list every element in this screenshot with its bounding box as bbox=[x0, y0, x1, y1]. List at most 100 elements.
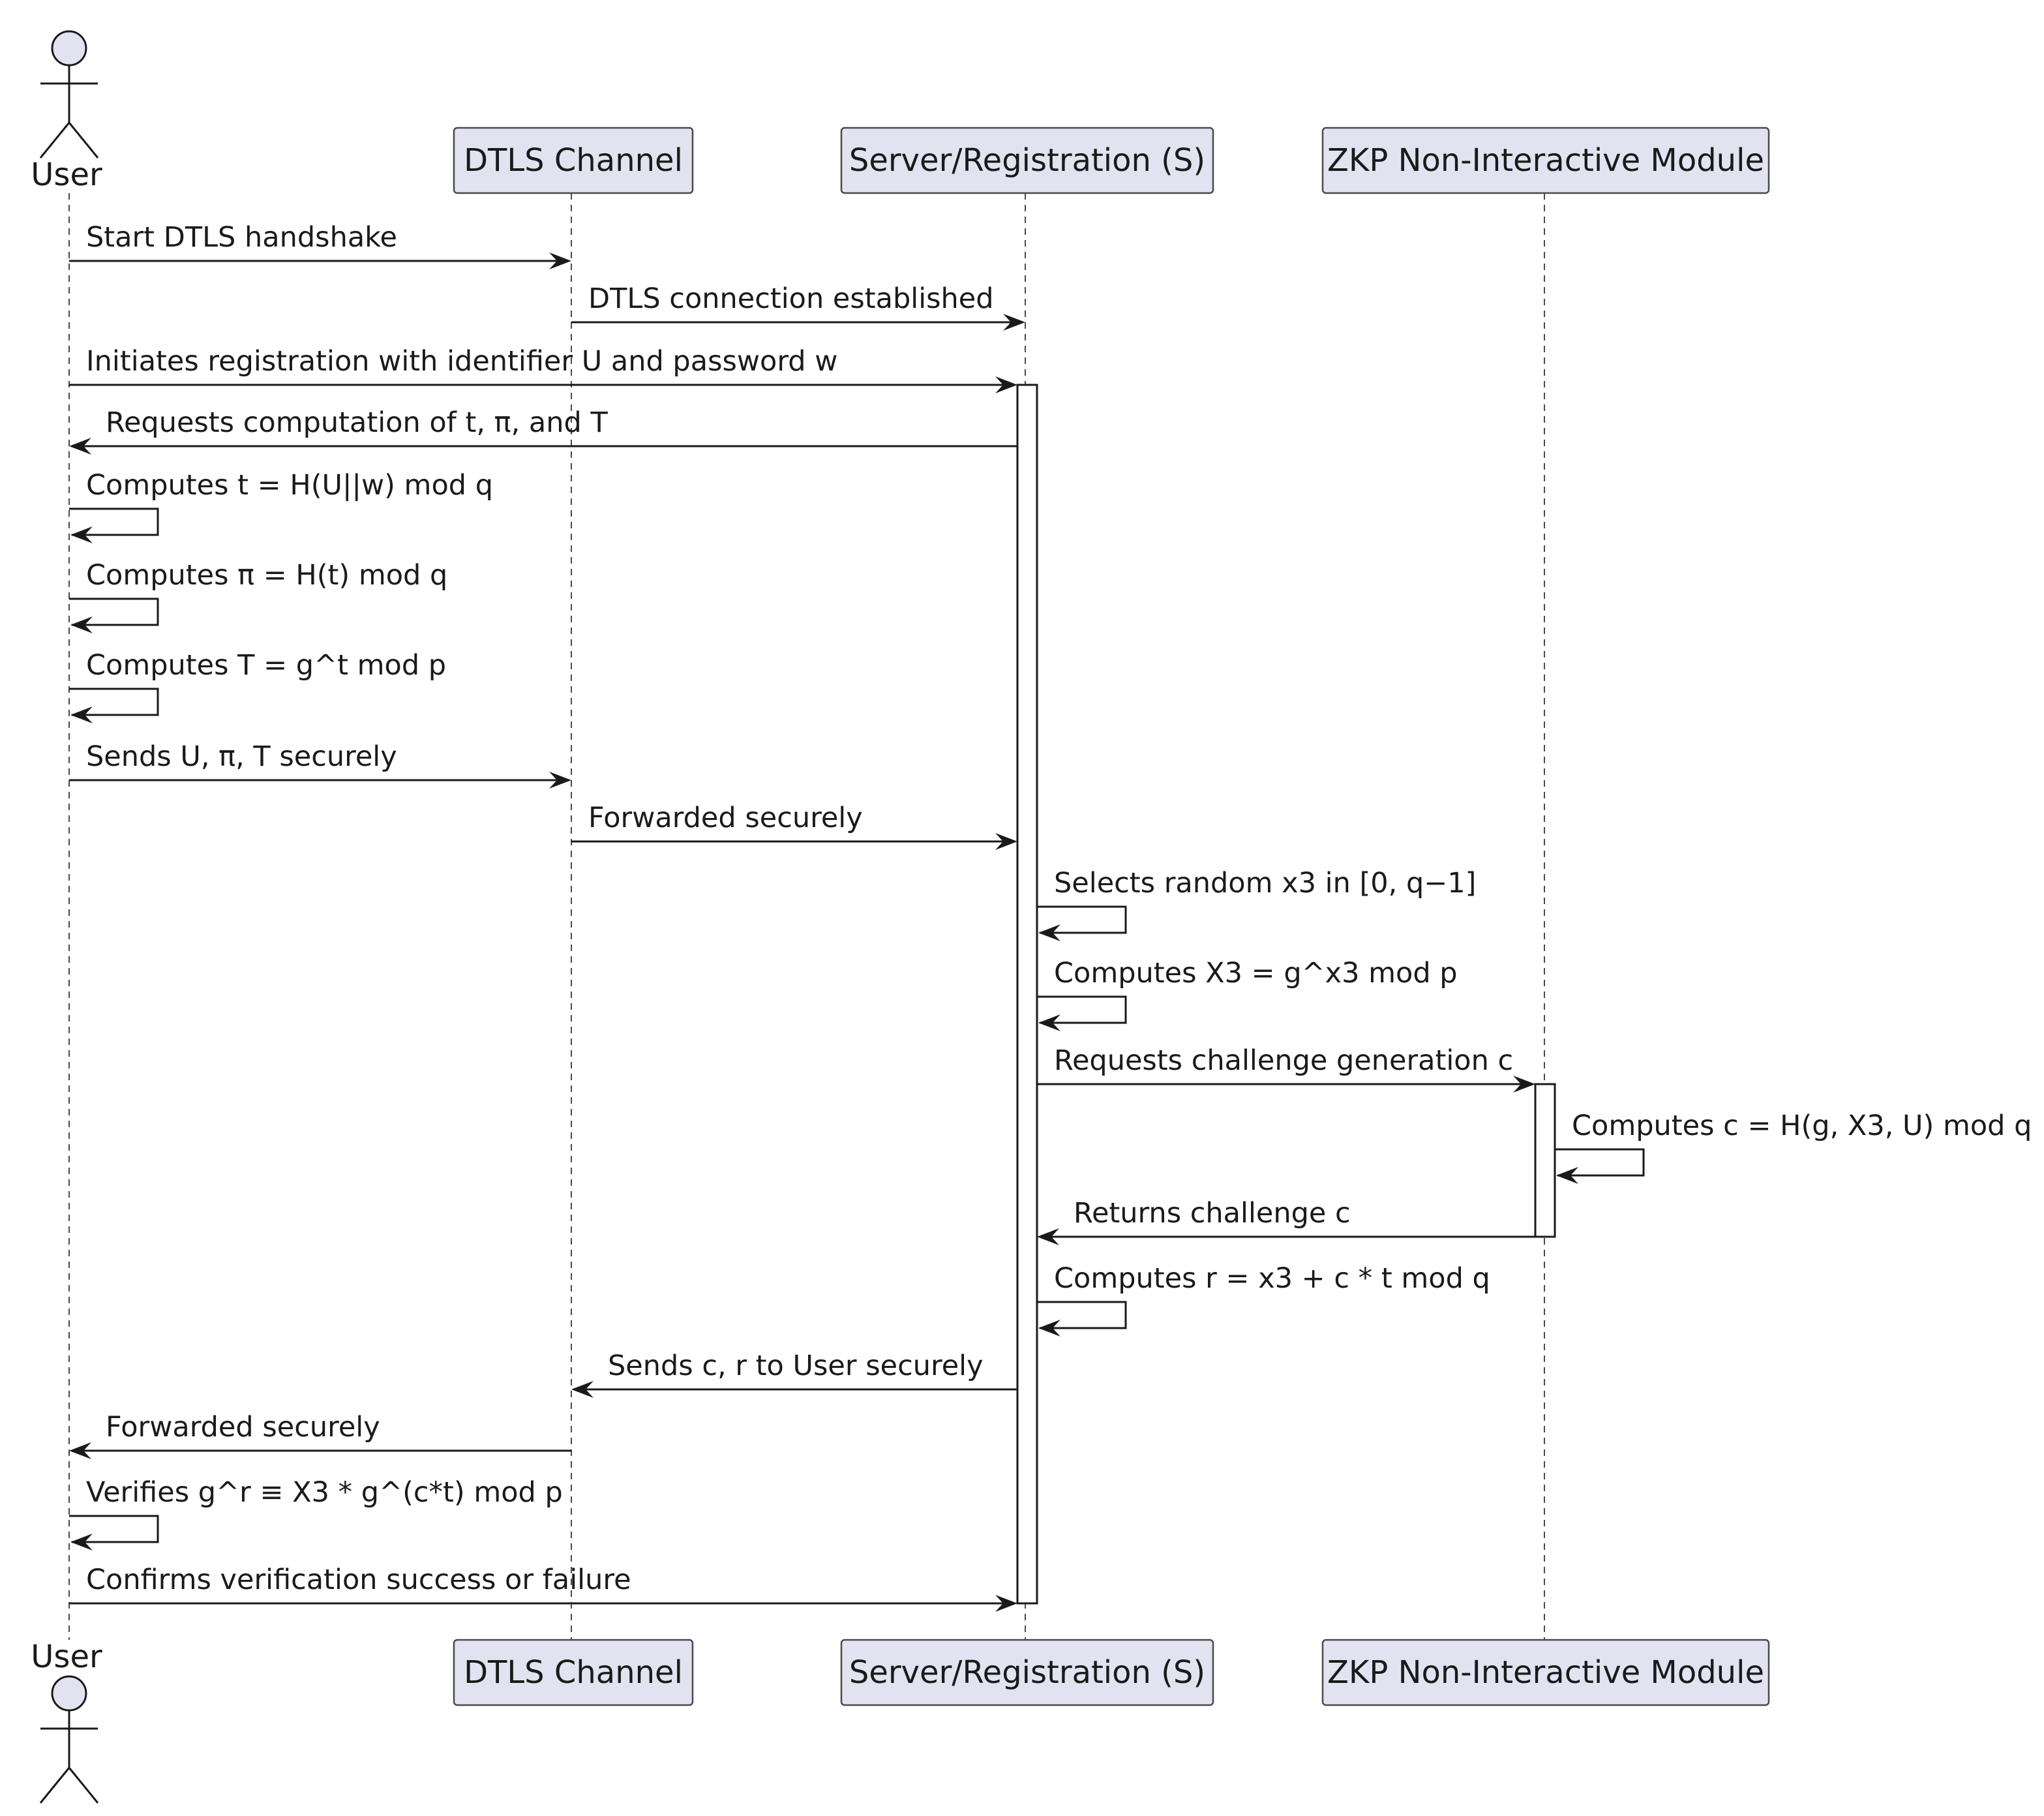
participant-box bbox=[840, 1639, 1214, 1706]
message-label: Verifies g^r ≡ X3 * g^(c*t) mod p bbox=[86, 1476, 563, 1509]
arrow-head bbox=[995, 376, 1017, 393]
arrow-head bbox=[549, 772, 571, 789]
user-actor-icon bbox=[39, 1675, 99, 1804]
message-8: Sends U, π, T securely bbox=[69, 740, 571, 789]
self-message-line bbox=[1555, 1148, 1645, 1177]
message-label: Sends c, r to User securely bbox=[608, 1350, 984, 1382]
arrow-head bbox=[70, 526, 93, 543]
arrow-head bbox=[1513, 1076, 1535, 1093]
participant-label: Server/Registration (S) bbox=[849, 142, 1205, 179]
self-message-line bbox=[69, 1515, 159, 1543]
message-18: Verifies g^r ≡ X3 * g^(c*t) mod p bbox=[69, 1476, 563, 1551]
message-label: Computes t = H(U||w) mod q bbox=[86, 469, 493, 502]
participant-label: DTLS Channel bbox=[464, 1654, 683, 1691]
participant-label: DTLS Channel bbox=[464, 142, 683, 179]
actor-right-leg bbox=[68, 122, 99, 159]
actor-left-leg bbox=[39, 1767, 70, 1804]
participant-label: User bbox=[31, 157, 102, 193]
participant-box bbox=[453, 127, 694, 194]
arrow-head bbox=[1556, 1167, 1578, 1184]
participant-label: User bbox=[31, 1639, 102, 1675]
message-label: Sends U, π, T securely bbox=[86, 740, 397, 773]
participant-zkp-top: ZKP Non-Interactive Module bbox=[1321, 127, 1770, 194]
self-message-line bbox=[1037, 1301, 1127, 1329]
message-12: Requests challenge generation c bbox=[1037, 1044, 1535, 1093]
participant-label: Server/Registration (S) bbox=[849, 1654, 1205, 1691]
message-3: Initiates registration with identifier U… bbox=[69, 345, 1017, 393]
message-label: Forwarded securely bbox=[106, 1411, 380, 1444]
arrow-head bbox=[70, 1534, 93, 1551]
participant-dtls-top: DTLS Channel bbox=[453, 127, 694, 194]
message-label: Computes c = H(g, X3, U) mod q bbox=[1572, 1110, 2032, 1142]
participant-box bbox=[453, 1639, 694, 1706]
participant-box bbox=[1321, 127, 1770, 194]
self-message-line bbox=[1037, 995, 1127, 1024]
participant-server-bottom: Server/Registration (S) bbox=[840, 1639, 1214, 1706]
message-label: Start DTLS handshake bbox=[86, 221, 397, 254]
message-9: Forwarded securely bbox=[571, 802, 1017, 850]
message-label: Requests computation of t, π, and T bbox=[106, 406, 608, 439]
message-1: Start DTLS handshake bbox=[69, 221, 571, 269]
activation-bar-zkp bbox=[1534, 1083, 1556, 1238]
participant-box bbox=[1321, 1639, 1770, 1706]
message-2: DTLS connection established bbox=[571, 282, 1025, 331]
message-11: Computes X3 = g^x3 mod p bbox=[1037, 957, 1458, 1031]
participant-dtls-bottom: DTLS Channel bbox=[453, 1639, 694, 1706]
arrow-head bbox=[1037, 1228, 1059, 1245]
message-13: Computes c = H(g, X3, U) mod q bbox=[1555, 1110, 2032, 1184]
user-actor-icon bbox=[39, 30, 99, 159]
arrow-head bbox=[995, 833, 1017, 850]
self-message-line bbox=[1037, 905, 1127, 934]
arrow-head bbox=[69, 1442, 91, 1459]
message-label: Computes r = x3 + c * t mod q bbox=[1054, 1262, 1490, 1295]
arrow-head bbox=[549, 252, 571, 269]
message-19: Confirms verification success or failure bbox=[69, 1564, 1017, 1612]
arrow-head bbox=[571, 1381, 594, 1398]
message-label: Confirms verification success or failure bbox=[86, 1564, 631, 1596]
participant-label: ZKP Non-Interactive Module bbox=[1327, 142, 1764, 179]
message-5: Computes t = H(U||w) mod q bbox=[69, 469, 493, 543]
self-message-line bbox=[69, 688, 159, 716]
message-label: Selects random x3 in [0, q−1] bbox=[1054, 867, 1476, 900]
activation-bars bbox=[1016, 384, 1556, 1605]
message-label: Requests challenge generation c bbox=[1054, 1044, 1513, 1077]
message-15: Computes r = x3 + c * t mod q bbox=[1037, 1262, 1490, 1337]
message-14: Returns challenge c bbox=[1037, 1197, 1535, 1245]
arrow-head bbox=[1038, 924, 1060, 941]
participant-zkp-bottom: ZKP Non-Interactive Module bbox=[1321, 1639, 1770, 1706]
actor-left-leg bbox=[39, 122, 70, 159]
message-10: Selects random x3 in [0, q−1] bbox=[1037, 867, 1476, 941]
activation-bar-server bbox=[1016, 384, 1038, 1605]
participant-label: ZKP Non-Interactive Module bbox=[1327, 1654, 1764, 1691]
arrow-head bbox=[70, 616, 93, 633]
message-label: Forwarded securely bbox=[588, 802, 863, 834]
message-6: Computes π = H(t) mod q bbox=[69, 559, 447, 633]
message-16: Sends c, r to User securely bbox=[571, 1350, 1017, 1398]
actor-head bbox=[51, 1675, 87, 1712]
message-label: Computes T = g^t mod p bbox=[86, 649, 446, 682]
arrow-head bbox=[1038, 1320, 1060, 1337]
arrow-head bbox=[1038, 1014, 1060, 1031]
arrow-head bbox=[69, 438, 91, 455]
participant-server-top: Server/Registration (S) bbox=[840, 127, 1214, 194]
participant-box bbox=[840, 127, 1214, 194]
message-label: Returns challenge c bbox=[1074, 1197, 1351, 1230]
arrow-head bbox=[70, 706, 93, 723]
message-4: Requests computation of t, π, and T bbox=[69, 406, 1017, 455]
message-label: Computes X3 = g^x3 mod p bbox=[1054, 957, 1458, 990]
arrow-head bbox=[995, 1595, 1017, 1612]
message-7: Computes T = g^t mod p bbox=[69, 649, 446, 723]
participant-user-bottom: User bbox=[31, 1639, 102, 1804]
arrow-head bbox=[1003, 314, 1025, 331]
self-message-line bbox=[69, 507, 159, 536]
participant-user-top: User bbox=[31, 30, 102, 193]
self-message-line bbox=[69, 598, 159, 626]
actor-head bbox=[51, 30, 87, 67]
message-label: DTLS connection established bbox=[588, 282, 994, 315]
message-label: Computes π = H(t) mod q bbox=[86, 559, 447, 592]
actor-right-leg bbox=[68, 1767, 99, 1804]
message-17: Forwarded securely bbox=[69, 1411, 571, 1459]
